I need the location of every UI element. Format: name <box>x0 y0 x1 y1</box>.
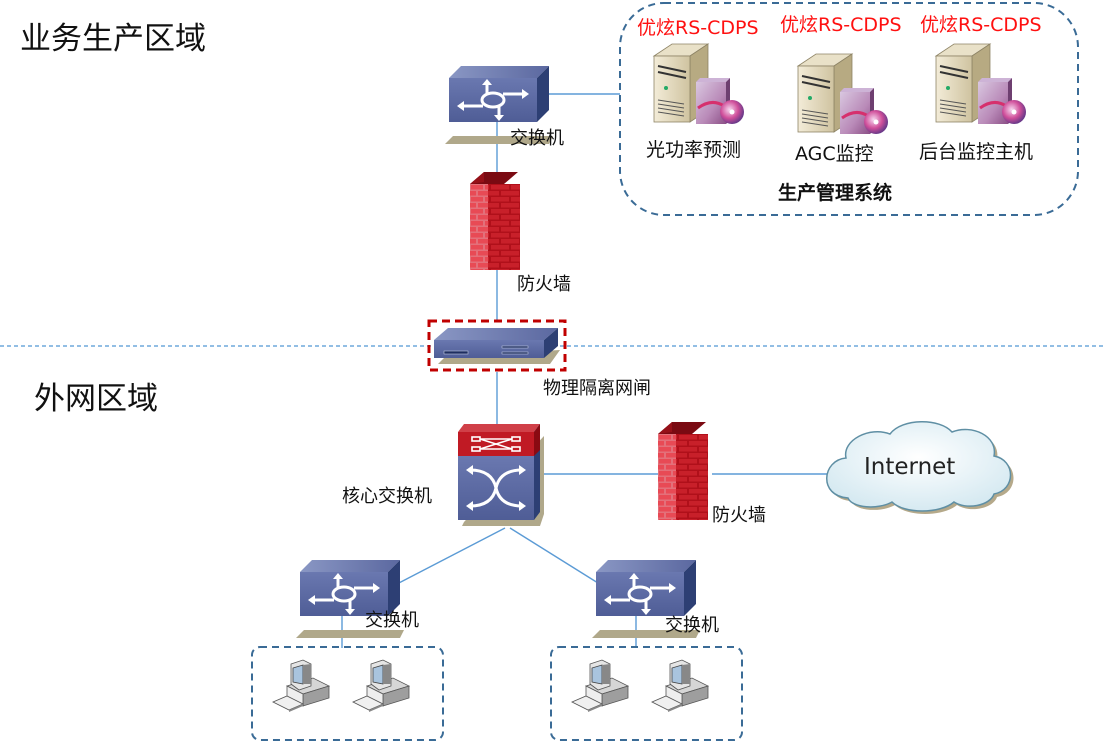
production-system-group <box>619 2 1079 216</box>
top-firewall-label: 防火墙 <box>517 274 571 295</box>
outer-firewall-label: 防火墙 <box>712 505 766 526</box>
server-icon-3[interactable] <box>934 42 1028 126</box>
server-badge-1: 优炫RS-CDPS <box>637 17 759 39</box>
server-label-2: AGC监控 <box>795 143 874 165</box>
link-core-to-left-switch <box>394 527 506 586</box>
pc-icon-3[interactable] <box>571 659 629 713</box>
left-pc-group <box>251 646 444 741</box>
core-switch-icon[interactable] <box>458 424 544 526</box>
server-badge-2: 优炫RS-CDPS <box>780 14 902 36</box>
internet-label: Internet <box>864 454 956 480</box>
gateway-label: 物理隔离网闸 <box>543 378 651 399</box>
server-badge-3: 优炫RS-CDPS <box>920 14 1042 36</box>
pc-icon-4[interactable] <box>651 659 709 713</box>
server-label-1: 光功率预测 <box>646 139 742 161</box>
right-pc-group <box>550 646 743 741</box>
server-label-3: 后台监控主机 <box>919 141 1034 163</box>
network-links <box>341 93 830 648</box>
right-switch-label: 交换机 <box>665 615 719 636</box>
pc-icon-2[interactable] <box>352 659 410 713</box>
core-switch-label: 核心交换机 <box>342 486 432 507</box>
server-icon-2[interactable] <box>796 52 890 136</box>
outer-firewall-icon[interactable] <box>658 422 708 520</box>
zone-label-production: 业务生产区域 <box>20 21 206 57</box>
production-system-title: 生产管理系统 <box>778 182 893 204</box>
top-switch-label: 交换机 <box>510 128 564 149</box>
pc-icon-1[interactable] <box>272 659 330 713</box>
gateway-highlight-frame <box>427 319 567 372</box>
server-icon-1[interactable] <box>652 42 746 126</box>
zone-label-external: 外网区域 <box>34 381 158 417</box>
gateway-icon[interactable] <box>434 328 560 364</box>
link-core-to-right-switch <box>509 527 599 584</box>
left-switch-label: 交换机 <box>365 610 419 631</box>
top-firewall-icon[interactable] <box>470 172 520 270</box>
internet-cloud-icon[interactable] <box>826 421 1014 514</box>
